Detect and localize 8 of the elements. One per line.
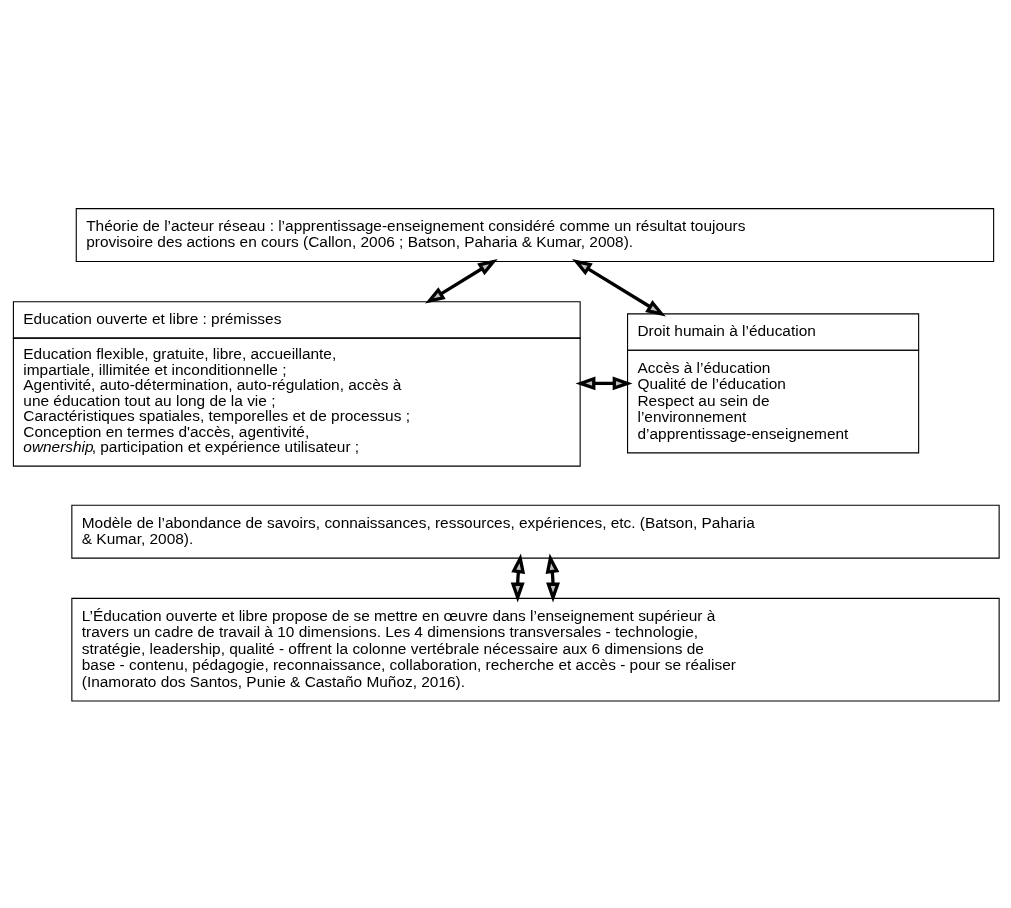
arrow (571, 258, 666, 316)
arrow (545, 552, 560, 602)
arrow (510, 552, 525, 602)
arrow (575, 375, 633, 390)
arrow (424, 258, 498, 304)
node-box: L’Éducation ouverte et libre propose de se mettre en œuvre dans l’enseignement supérieur à travers un cadre de travail à 10 dimensions. Les 4 dimensions transversales - technologie, stratégie, leadership, qualité - offrent la colonne vertébrale nécessaire aux 6 dimensions de base - contenu, pédagogie, reconnaissance, collaboration, recherche et accès - pour se réaliser (Inamorato dos Santos, Punie & Castaño Muñoz, 2016). (70, 597, 1000, 701)
node-box: Théorie de l’acteur réseau : l’apprentissage-enseignement considéré comme un résultat toujours provisoire des actions en cours (Callon, 2006 ; Batson, Paharia & Kumar, 2008). (75, 207, 994, 262)
node-box: Modèle de l’abondance de savoirs, connaissances, ressources, expériences, etc. (Batson, Paharia & Kumar, 2008). (70, 504, 1000, 559)
